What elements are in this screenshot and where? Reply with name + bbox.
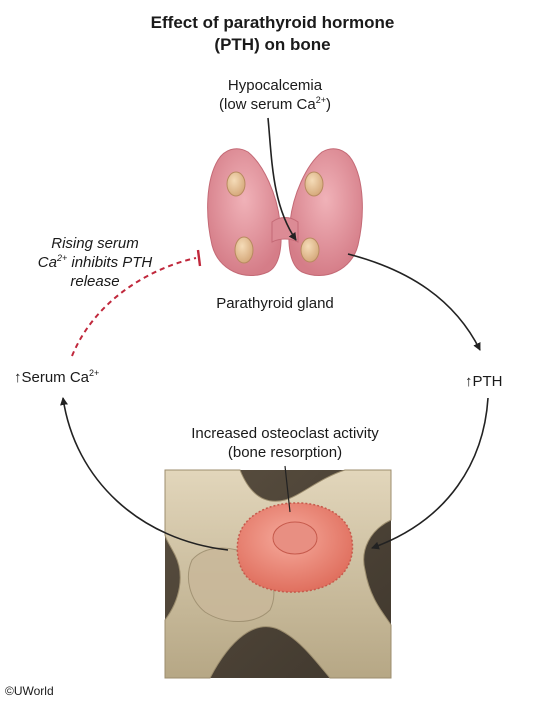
title-line-1: Effect of parathyroid hormone bbox=[150, 13, 395, 32]
osteoclast-nucleus bbox=[272, 521, 318, 555]
feedback-line-1: Rising serum bbox=[51, 235, 139, 252]
parathyroid-nodule-upper-left bbox=[226, 171, 246, 197]
serum-ca-charge: 2+ bbox=[89, 368, 100, 378]
gland-left-lobe bbox=[207, 148, 282, 277]
copyright-notice: ©UWorld bbox=[5, 684, 54, 698]
parathyroid-gland-label: Parathyroid gland bbox=[216, 295, 334, 312]
feedback-inhibition-label: Rising serum Ca2+ inhibits PTH release bbox=[20, 234, 170, 291]
hypocalcemia-line-2: (low serum Ca2+) bbox=[219, 95, 331, 114]
osteoclast-line-2: (bone resorption) bbox=[227, 444, 343, 461]
serum-calcium-label: ↑Serum Ca2+ bbox=[14, 368, 99, 387]
up-arrow-icon: ↑ bbox=[465, 373, 473, 390]
arrows bbox=[60, 117, 489, 551]
pth-label: ↑PTH bbox=[465, 372, 503, 391]
gland-right-lobe bbox=[288, 148, 363, 277]
arrow-pth-to-bone bbox=[371, 397, 489, 550]
feedback-line-3: release bbox=[70, 273, 120, 290]
osteoclast-activity-label: Increased osteoclast activity (bone reso… bbox=[160, 424, 410, 462]
bone-tissue-illustration bbox=[164, 469, 392, 679]
arrow-hypocalcemia-to-gland bbox=[267, 117, 297, 241]
parathyroid-nodule-lower-right bbox=[300, 237, 320, 263]
serum-ca-text: Serum Ca bbox=[21, 369, 90, 386]
parathyroid-nodule-upper-right bbox=[304, 171, 324, 197]
inhibitory-feedback-arrow bbox=[71, 257, 197, 357]
osteoclast-line-1: Increased osteoclast activity bbox=[191, 425, 379, 442]
parathyroid-nodule-lower-left bbox=[234, 236, 254, 264]
parathyroid-gland-illustration bbox=[207, 148, 363, 277]
arrow-gland-to-pth bbox=[347, 253, 481, 351]
hypocalcemia-label: Hypocalcemia (low serum Ca2+) bbox=[190, 76, 360, 114]
pth-text: PTH bbox=[472, 373, 503, 390]
up-arrow-icon: ↑ bbox=[14, 369, 22, 386]
diagram-title: Effect of parathyroid hormone (PTH) on b… bbox=[0, 12, 545, 56]
arrow-label-to-osteoclast bbox=[284, 465, 291, 513]
hypocalcemia-line-1: Hypocalcemia bbox=[227, 77, 323, 94]
inhibition-bar bbox=[196, 249, 202, 267]
feedback-line-2: Ca2+ inhibits PTH bbox=[37, 253, 153, 272]
arrow-bone-to-serum-ca bbox=[60, 397, 229, 551]
title-line-2: (PTH) on bone bbox=[214, 35, 331, 54]
